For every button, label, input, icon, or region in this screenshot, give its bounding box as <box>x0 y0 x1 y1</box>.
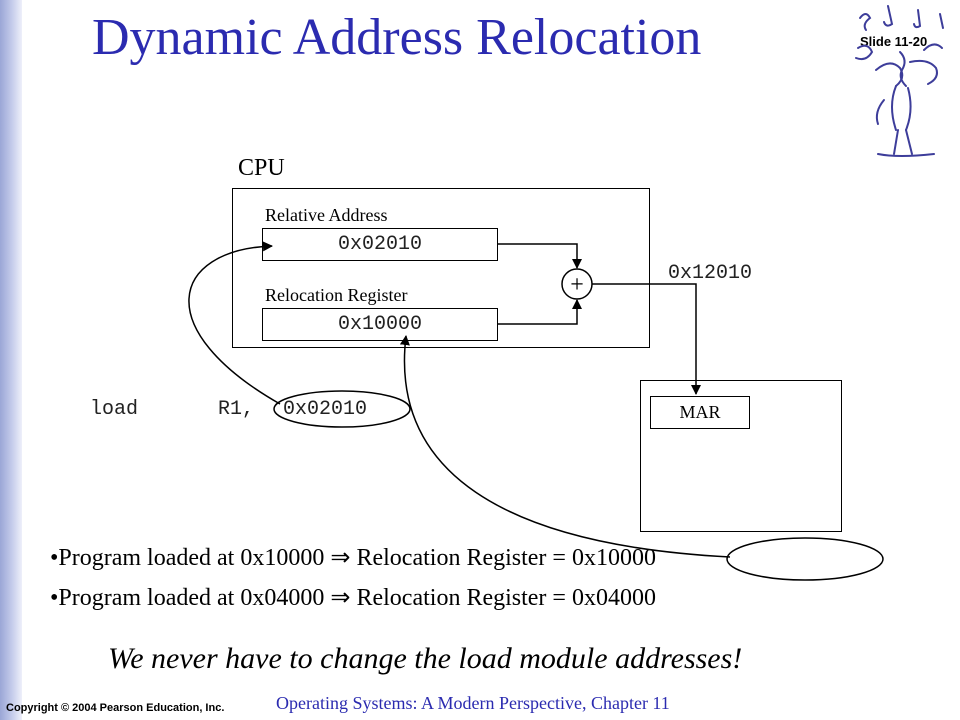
relative-address-label: Relative Address <box>265 205 388 225</box>
relocation-register-value: 0x10000 <box>337 313 422 336</box>
adder-to-mar-line <box>592 283 701 395</box>
mar-register: MAR <box>650 396 750 429</box>
cpu-label: CPU <box>238 155 285 181</box>
tagline: We never have to change the load module … <box>108 642 743 675</box>
relative-to-adder-line <box>498 243 582 269</box>
instruction-address-highlight <box>273 390 411 428</box>
slide-title: Dynamic Address Relocation <box>92 9 702 66</box>
relocation-register: 0x10000 <box>262 308 498 341</box>
implies-icon: ⇒ <box>330 585 351 611</box>
cpu-box <box>232 188 650 348</box>
bullet-value-highlight <box>726 537 884 581</box>
memory-box <box>640 380 842 532</box>
copyright: Copyright © 2004 Pearson Education, Inc. <box>6 702 225 714</box>
relocation-to-adder-line <box>498 299 582 325</box>
implies-icon: ⇒ <box>330 545 351 571</box>
sidebar-gradient <box>0 0 22 720</box>
mar-label: MAR <box>679 402 721 422</box>
adder-symbol: + <box>570 272 584 298</box>
bullet-item: •Program loaded at 0x10000 ⇒ Relocation … <box>50 545 656 571</box>
slide-number: Slide 11-20 <box>860 34 928 49</box>
physical-address-value: 0x12010 <box>668 262 753 285</box>
instruction-opcode: load <box>90 398 139 421</box>
relative-address-register: 0x02010 <box>262 228 498 261</box>
relative-address-value: 0x02010 <box>337 233 422 256</box>
bullet-item: •Program loaded at 0x04000 ⇒ Relocation … <box>50 585 656 611</box>
relocation-register-label: Relocation Register <box>265 285 408 305</box>
footer-text: Operating Systems: A Modern Perspective,… <box>276 693 670 713</box>
value-to-relocation-curve <box>399 335 731 558</box>
musician-logo-icon <box>855 5 944 157</box>
address-to-register-curve <box>188 241 281 405</box>
instruction-operand: R1, <box>218 398 255 421</box>
instruction-address: 0x02010 <box>283 398 368 421</box>
